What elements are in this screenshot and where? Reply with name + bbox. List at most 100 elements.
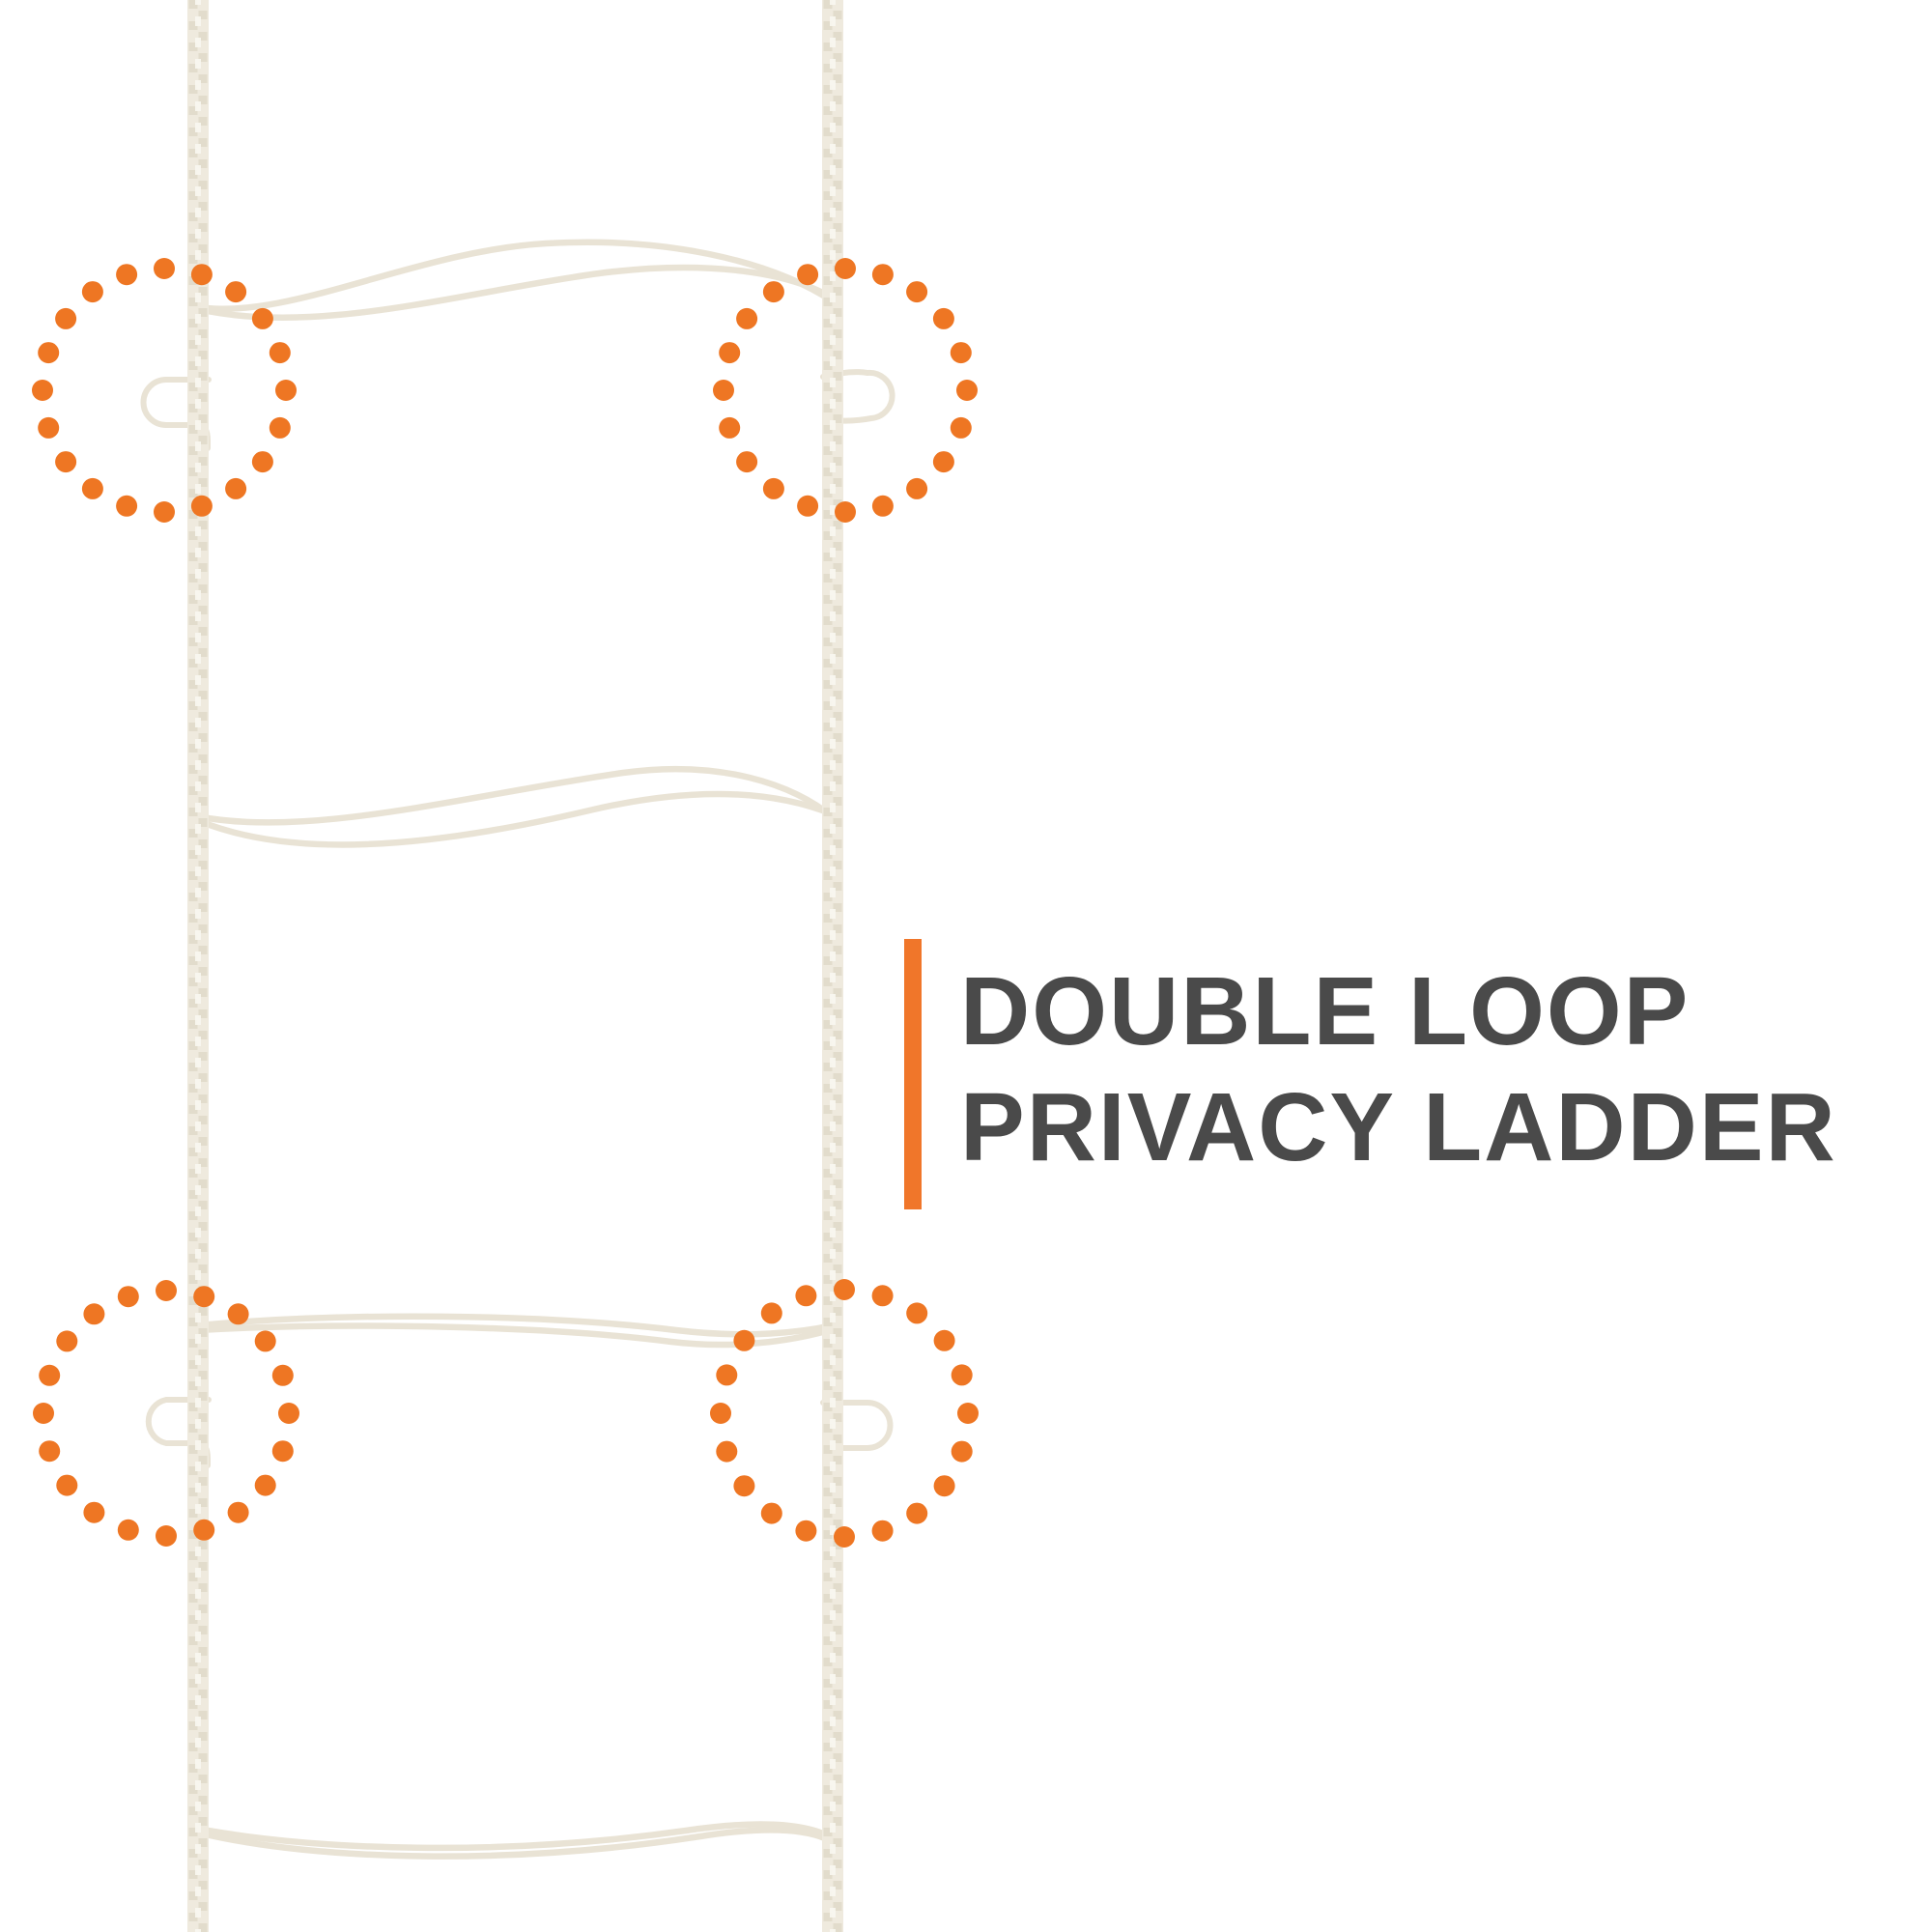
highlight-dot [710,1403,731,1424]
ladder-rung [194,239,837,322]
highlight-dot [190,264,213,286]
caption-accent-bar [904,939,922,1209]
highlight-dot [225,477,247,499]
caption-text: DOUBLE LOOP PRIVACY LADDER [960,953,1837,1209]
highlight-dot [835,258,856,279]
highlight-dot [906,281,928,303]
highlight-dot [871,495,894,517]
rung-strand [193,1827,837,1860]
caption-line-2: PRIVACY LADDER [960,1073,1837,1181]
highlight-dot [154,258,175,279]
highlight-dot [156,1525,177,1547]
highlight-dot [950,416,972,439]
highlight-dot [760,1502,782,1524]
highlight-dot [117,1286,139,1308]
highlight-dot [227,1501,249,1523]
highlight-dot [733,1329,755,1351]
highlight-dot [932,451,954,473]
highlight-dot [254,1330,276,1352]
highlight-dot [81,477,103,499]
highlight-dot [834,1279,855,1300]
highlight-dot [951,1440,973,1463]
highlight-dot [56,1474,78,1496]
highlight-dot [760,1302,782,1324]
highlight-dot [116,264,138,286]
highlight-dot [83,1303,105,1325]
highlight-dot [932,307,954,329]
rung-strand [194,1313,837,1338]
highlight-dot [38,416,60,439]
highlight-dot [933,1475,955,1497]
highlight-dot [116,495,138,517]
right-cord [822,0,843,1932]
highlight-dotted-circle [33,1280,299,1547]
rung-strand [193,790,837,848]
ladder-rung [193,1821,837,1860]
highlight-dot [193,1286,215,1308]
highlight-dot [33,1403,54,1424]
highlight-dot [906,1302,928,1324]
highlight-dot [716,1440,738,1463]
highlight-dot [834,1526,855,1548]
product-caption: DOUBLE LOOP PRIVACY LADDER [904,939,1837,1209]
highlight-dot [39,1364,61,1386]
highlight-dot [193,1519,215,1541]
highlight-dot [83,1501,105,1523]
highlight-dot [950,342,972,364]
highlight-dot [190,495,213,517]
highlight-dot [871,1520,894,1542]
highlight-dot [227,1303,249,1325]
highlight-dot [251,451,273,473]
highlight-dot [56,1330,78,1352]
highlight-dot [736,451,758,473]
highlight-dot [957,1403,979,1424]
rung-strand [194,239,837,313]
highlight-dot [733,1475,755,1497]
highlight-dot [956,380,978,401]
highlight-dot [32,380,53,401]
highlight-dot [719,342,741,364]
highlight-dot [117,1519,139,1541]
rung-strand [193,1821,837,1852]
highlight-dot [906,1502,928,1524]
highlight-dot [269,416,291,439]
caption-line-1: DOUBLE LOOP [960,957,1690,1065]
highlight-dot [736,307,758,329]
highlight-dot [713,380,734,401]
highlight-dot [154,501,175,523]
rung-strand [194,1322,837,1349]
highlight-dot [254,1474,276,1496]
rung-strand [194,264,837,322]
highlight-dot [271,1364,294,1386]
ladder-rung [194,1313,837,1349]
highlight-dotted-circle [32,258,297,523]
highlight-dot [38,342,60,364]
highlight-dot [906,477,928,499]
highlight-dot [225,281,247,303]
highlight-dot [951,1364,973,1386]
highlight-dot [156,1280,177,1301]
highlight-dot [871,1285,894,1307]
highlight-dot [269,342,291,364]
highlight-dot [797,264,819,286]
highlight-dot [762,281,784,303]
highlight-dot [762,477,784,499]
rung-strand [193,765,837,826]
highlight-dot [716,1364,738,1386]
highlight-dotted-circle [713,258,978,523]
highlight-dot [933,1329,955,1351]
highlight-dot [81,281,103,303]
highlight-dot [797,495,819,517]
highlight-dotted-circle [710,1279,979,1548]
highlight-dot [55,451,77,473]
highlight-dot [271,1440,294,1463]
highlight-dot [39,1440,61,1463]
highlight-dot [275,380,297,401]
highlight-dot [795,1285,817,1307]
highlight-dot [835,501,856,523]
ladder-rung [193,765,837,848]
highlight-dot [55,307,77,329]
highlight-dot [871,264,894,286]
